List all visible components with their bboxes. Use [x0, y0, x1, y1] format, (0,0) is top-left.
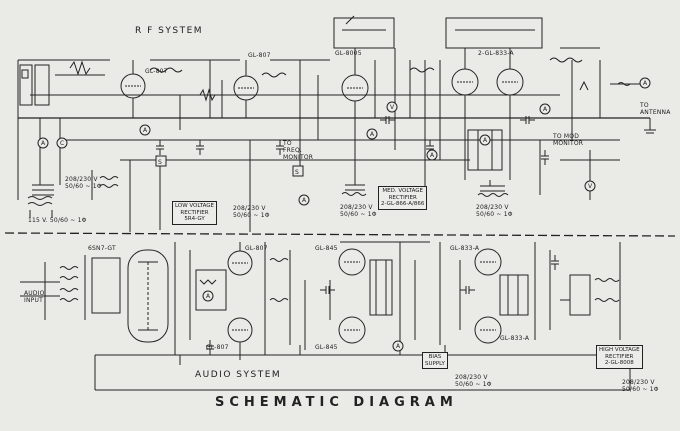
tube-label-gl807-rf2: GL-807	[248, 52, 271, 59]
ammeter-icon: A	[426, 149, 438, 161]
supply-lv-label: 208/230 V 50/60 ~ 1Φ	[233, 205, 270, 219]
voltmeter-icon: V	[584, 180, 596, 192]
supply-115-label: 115 V. 50/60 ~ 1Φ	[28, 217, 87, 224]
ammeter-icon: A	[298, 194, 310, 206]
ammeter-icon: A	[639, 77, 651, 89]
high-voltage-rectifier-box: HIGH VOLTAGE RECTIFIER 2-GL-8008	[596, 345, 643, 369]
svg-text:A: A	[643, 80, 648, 87]
ammeter-icon: A	[37, 137, 49, 149]
rf-section-wiring	[17, 15, 656, 232]
svg-text:A: A	[143, 127, 148, 134]
svg-text:V: V	[390, 104, 395, 111]
ammeter-icon: A	[479, 134, 491, 146]
tube-label-gl833-pair: 2-GL-833-A	[478, 50, 514, 57]
supply-bias-label: 208/230 V 50/60 ~ 1Φ	[455, 374, 492, 388]
svg-text:V: V	[588, 183, 593, 190]
med-voltage-rectifier-box: MED. VOLTAGE RECTIFIER 2-GL-866-A/866	[378, 186, 428, 210]
tube-label-gl8005: GL-8005	[335, 50, 362, 57]
switch-icon: S	[155, 155, 167, 167]
tube-label-gl845-2: GL-845	[315, 344, 338, 351]
svg-text:A: A	[206, 293, 211, 300]
supply-left-label: 208/230 V 50/60 ~ 1Φ	[65, 176, 102, 190]
ammeter-icon: A	[202, 290, 214, 302]
audio-section-wiring	[20, 241, 631, 391]
svg-text:A: A	[370, 131, 375, 138]
section-divider	[4, 232, 676, 237]
ammeter-icon: A	[139, 124, 151, 136]
svg-text:A: A	[396, 343, 401, 350]
svg-text:A: A	[543, 106, 548, 113]
ammeter-icon: A	[392, 340, 404, 352]
voltmeter-icon: V	[386, 101, 398, 113]
tube-label-gl807-audio1: GL-807	[245, 245, 268, 252]
tube-label-gl807-audio2: GL-807	[206, 344, 229, 351]
audio-system-label: AUDIO SYSTEM	[195, 370, 282, 380]
supply-right-label: 208/230 V 50/60 ~ 1Φ	[476, 204, 513, 218]
ammeter-icon: C	[56, 137, 68, 149]
mod-monitor-label: TO MOD MONITOR	[553, 133, 584, 147]
freq-monitor-label: TO FREQ. MONITOR	[283, 140, 314, 161]
antenna-label: TO ANTENNA	[640, 102, 671, 116]
svg-text:A: A	[430, 152, 435, 159]
diagram-title: SCHEMATIC DIAGRAM	[215, 395, 458, 410]
tube-label-gl845-1: GL-845	[315, 245, 338, 252]
svg-text:A: A	[483, 137, 488, 144]
svg-text:A: A	[302, 197, 307, 204]
bias-supply-box: BIAS SUPPLY	[422, 352, 448, 369]
svg-text:S: S	[158, 159, 162, 166]
ammeter-icon: A	[539, 103, 551, 115]
ammeter-icon: A	[366, 128, 378, 140]
svg-text:C: C	[60, 140, 64, 147]
svg-text:A: A	[41, 140, 46, 147]
audio-input-label: AUDIO INPUT	[24, 290, 45, 304]
tube-label-gl833-audio2: GL-833-A	[500, 335, 530, 342]
rf-system-label: R F SYSTEM	[135, 26, 204, 36]
tube-label-gl807-rf1: GL-807	[145, 68, 168, 75]
supply-hv-label: 208/230 V 50/60 ~ 1Φ	[622, 379, 659, 393]
low-voltage-rectifier-box: LOW VOLTAGE RECTIFIER 5R4-GY	[172, 201, 218, 225]
supply-mid-label: 208/230 V 50/60 ~ 1Φ	[340, 204, 377, 218]
switch-icon: S	[292, 165, 304, 177]
tube-label-gl833-audio1: GL-833-A	[450, 245, 480, 252]
tube-label-6sn7: 6SN7-GT	[88, 245, 116, 252]
svg-text:S: S	[295, 169, 299, 176]
